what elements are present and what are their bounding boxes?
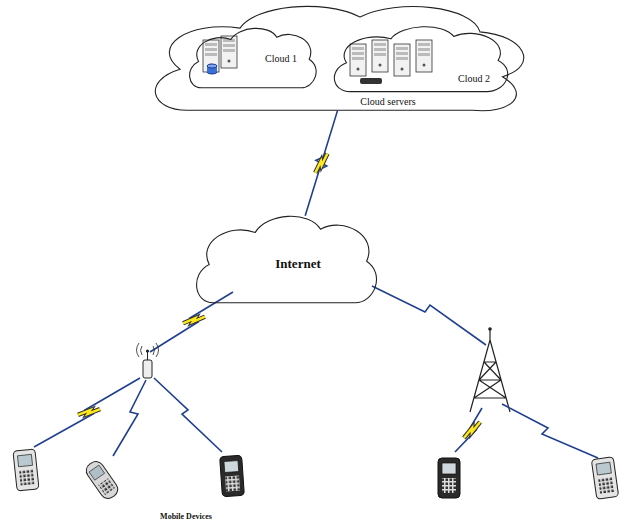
cloud-box: Cloud 2 (328, 22, 513, 94)
cloud-box: Cloud 1 (185, 24, 320, 90)
node-label: Cloud 2 (458, 73, 490, 84)
node-label: Cloud 1 (265, 53, 297, 64)
cell-tower (372, 286, 598, 458)
cloud-outline (150, 2, 525, 114)
internet-cloud: Internet (190, 210, 382, 306)
caption-label: Mobile Devices (160, 512, 212, 521)
mobile-devices (13, 449, 619, 502)
cloud-shape (190, 28, 317, 87)
cloud-group: Cloud 1 Cloud 2 Cloud servers (150, 2, 525, 114)
wireless-link (305, 111, 337, 216)
node-label: Cloud servers (360, 96, 415, 107)
link-line (305, 111, 337, 216)
cloud-shape (155, 6, 523, 110)
cloud-shape (197, 216, 377, 302)
cloud-shape (334, 27, 507, 92)
access-point (34, 292, 233, 456)
server-icons (203, 36, 432, 84)
cloud-outline (185, 24, 320, 90)
lightning-bolt (315, 152, 327, 175)
node-label: Internet (275, 257, 321, 271)
